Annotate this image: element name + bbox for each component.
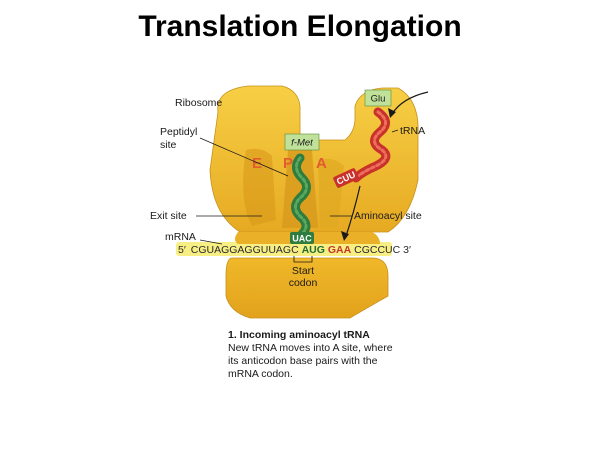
mrna-segment-a-codon: GAA bbox=[328, 244, 352, 256]
ribosome-label: Ribosome bbox=[175, 97, 222, 109]
e-site-letter: E bbox=[252, 155, 262, 172]
incoming-trna bbox=[351, 107, 391, 183]
mrna-groove bbox=[176, 242, 392, 256]
start-codon-bracket bbox=[293, 256, 313, 263]
a-site-arrow-head bbox=[341, 231, 349, 241]
fmet-tag bbox=[284, 133, 320, 151]
a-site-letter: A bbox=[316, 155, 327, 172]
mrna-three-prime: 3′ bbox=[403, 244, 411, 256]
mrna-leader bbox=[199, 239, 223, 245]
cuu-anticodon-box bbox=[333, 168, 359, 188]
peptidyl-site-leader bbox=[199, 137, 289, 177]
start-codon-label-line2: codon bbox=[289, 277, 318, 289]
exit-site-label: Exit site bbox=[150, 210, 187, 222]
start-codon-label-line1: Start bbox=[292, 265, 314, 277]
caption-heading: 1. Incoming aminoacyl tRNA bbox=[228, 329, 370, 341]
p-site-trna bbox=[291, 153, 311, 239]
a-site-arrow bbox=[345, 185, 361, 237]
p-site-letter: P bbox=[283, 155, 293, 172]
mrna-segment-upstream: CGUAGGAGGUUAGC bbox=[191, 244, 299, 256]
mrna-label: mRNA bbox=[165, 231, 196, 243]
mrna-segment-start-codon: AUG bbox=[302, 244, 325, 256]
uac-anticodon-box bbox=[290, 232, 314, 244]
mrna-segment-downstream: CGCCUC bbox=[354, 244, 400, 256]
exit-site-channel bbox=[243, 148, 276, 226]
aminoacyl-site-label: Aminoacyl site bbox=[354, 210, 422, 222]
caption-line-1: New tRNA moves into A site, where bbox=[228, 342, 393, 354]
trna-leader bbox=[391, 129, 399, 133]
peptidyl-site-label-line1: Peptidyl bbox=[160, 126, 197, 138]
caption-line-2: its anticodon base pairs with the bbox=[228, 355, 378, 367]
fmet-label: f-Met bbox=[291, 138, 313, 149]
uac-anticodon-label: UAC bbox=[292, 234, 312, 244]
caption-line-3: mRNA codon. bbox=[228, 368, 293, 380]
mrna-sequence: 5′ CGUAGGAGGUUAGC AUG GAA CGCCUC 3′ bbox=[178, 244, 411, 256]
mrna-five-prime: 5′ bbox=[178, 244, 186, 256]
incoming-arrow-head bbox=[388, 108, 396, 118]
peptidyl-site-label-line2: site bbox=[160, 139, 177, 151]
glu-label: Glu bbox=[371, 94, 386, 105]
slide-title: Translation Elongation bbox=[138, 10, 462, 43]
glu-tag bbox=[364, 89, 392, 107]
ribosome-small-subunit bbox=[225, 257, 389, 319]
trna-label: tRNA bbox=[400, 125, 425, 137]
